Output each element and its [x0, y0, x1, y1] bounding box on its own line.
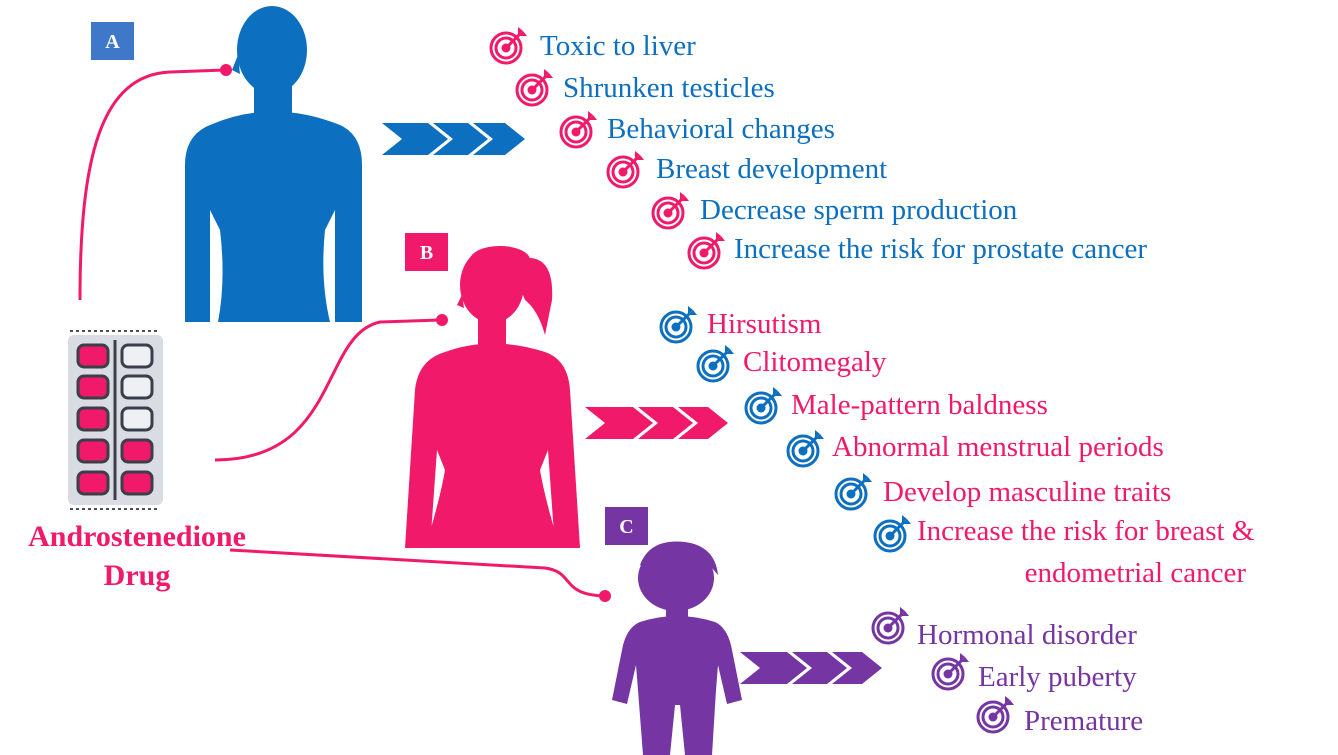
male-effects-list: Toxic to liver Shrunken testicles Behavi… — [489, 25, 1147, 270]
target-arrow-icon — [976, 694, 1016, 734]
triple-chevron-arrow-icon — [382, 123, 525, 155]
triple-chevron-arrow-icon — [740, 652, 882, 684]
child-effect-item: Early puberty — [978, 661, 1137, 693]
male-effect-item: Breast development — [656, 153, 887, 185]
male-effect-item: Increase the risk for prostate cancer — [734, 233, 1147, 265]
female-effect-item: Clitomegaly — [743, 346, 887, 378]
child-effects-list: Hormonal disorder Early puberty Prematur… — [871, 605, 1143, 737]
female-effect-item: Abnormal menstrual periods — [832, 431, 1164, 463]
male-effect-item: Decrease sperm production — [700, 194, 1018, 226]
target-arrow-icon — [873, 513, 913, 553]
target-arrow-icon — [659, 304, 699, 344]
female-effect-item: Male-pattern baldness — [791, 389, 1048, 421]
child-effect-item: Premature — [1024, 705, 1143, 737]
connector-male — [78, 68, 226, 301]
female-silhouette-icon — [405, 246, 580, 548]
target-arrow-icon — [871, 605, 911, 645]
blister-pack-icon — [68, 330, 163, 510]
drug-label-line2: Drug — [104, 559, 171, 592]
connector-female — [214, 318, 441, 462]
badge-a: A — [91, 22, 134, 60]
child-silhouette-icon — [612, 541, 742, 755]
female-effect-item: Increase the risk for breast & — [917, 515, 1255, 547]
male-effect-item: Shrunken testicles — [563, 72, 775, 104]
target-arrow-icon — [606, 149, 646, 189]
connector-child-dot — [599, 590, 611, 602]
svg-text:B: B — [420, 242, 433, 264]
badge-c: C — [605, 507, 648, 545]
target-arrow-icon — [786, 428, 826, 468]
female-effect-item-continued: endometrial cancer — [1025, 557, 1247, 589]
connector-female-dot — [436, 314, 448, 326]
male-effect-item: Behavioral changes — [607, 113, 835, 145]
female-effects-list: Hirsutism Clitomegaly Male-pattern baldn… — [659, 304, 1255, 589]
connector-male-dot — [220, 64, 232, 76]
target-arrow-icon — [687, 230, 727, 270]
target-arrow-icon — [744, 385, 784, 425]
child-effect-item: Hormonal disorder — [917, 619, 1137, 651]
target-arrow-icon — [931, 651, 971, 691]
target-arrow-icon — [834, 471, 874, 511]
target-arrow-icon — [515, 67, 555, 107]
connector-child — [229, 548, 606, 598]
male-silhouette-icon — [185, 6, 362, 322]
target-arrow-icon — [651, 190, 691, 230]
male-effect-item: Toxic to liver — [540, 30, 696, 62]
female-effect-item: Develop masculine traits — [883, 476, 1171, 508]
target-arrow-icon — [696, 343, 736, 383]
svg-text:A: A — [105, 31, 120, 53]
target-arrow-icon — [559, 109, 599, 149]
badge-b: B — [405, 233, 448, 271]
svg-text:C: C — [619, 516, 633, 538]
triple-chevron-arrow-icon — [585, 407, 728, 439]
target-arrow-icon — [489, 25, 529, 65]
female-effect-item: Hirsutism — [707, 308, 822, 340]
drug-label-line1: Androstenedione — [28, 520, 246, 553]
